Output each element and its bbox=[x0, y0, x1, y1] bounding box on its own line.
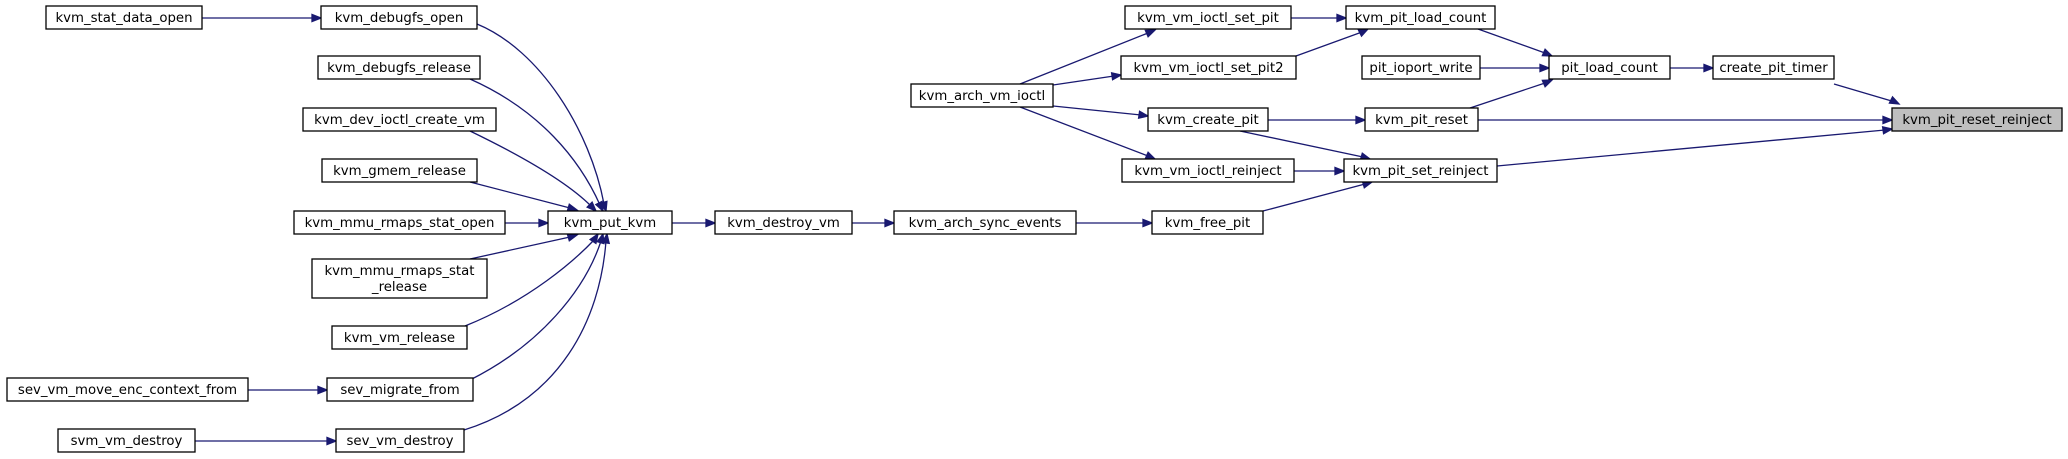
node-label: kvm_stat_data_open bbox=[55, 11, 192, 26]
edge-kvm-arch-vm-ioctl-to-kvm-vm-ioctl-reinject bbox=[1019, 106, 1157, 160]
edge-kvm-create-pit-to-kvm-pit-set-reinject bbox=[1239, 130, 1372, 161]
node-label: pit_load_count bbox=[1561, 61, 1658, 76]
node-label: kvm_debugfs_release bbox=[327, 61, 471, 76]
node-label: sev_migrate_from bbox=[340, 383, 459, 398]
node-label: kvm_arch_sync_events bbox=[909, 216, 1062, 231]
node-pit-load-count[interactable]: pit_load_count bbox=[1548, 55, 1671, 80]
edge-kvm-pit-load-count-to-pit-load-count bbox=[1477, 28, 1554, 57]
edge-kvm-arch-vm-ioctl-to-kvm-vm-ioctl-set-pit bbox=[1019, 29, 1157, 85]
node-label: kvm_mmu_rmaps_stat_open bbox=[305, 216, 495, 231]
node-label: kvm_vm_release bbox=[344, 331, 455, 346]
edge-kvm-pit-set-reinject-to-kvm-pit-reset-reinject bbox=[1496, 125, 1894, 167]
node-label: sev_vm_destroy bbox=[346, 434, 453, 449]
node-kvm-destroy-vm[interactable]: kvm_destroy_vm bbox=[714, 210, 853, 235]
node-label: kvm_create_pit bbox=[1157, 113, 1258, 128]
node-kvm-stat-data-open[interactable]: kvm_stat_data_open bbox=[45, 5, 203, 30]
node-label: kvm_mmu_rmaps_stat bbox=[324, 264, 474, 279]
edge-kvm-free-pit-to-kvm-pit-set-reinject bbox=[1262, 180, 1374, 212]
node-kvm-gmem-release[interactable]: kvm_gmem_release bbox=[321, 158, 478, 183]
edge-kvm-create-pit-to-kvm-pit-reset bbox=[1268, 115, 1367, 125]
node-kvm-mmu-rmaps-stat-open[interactable]: kvm_mmu_rmaps_stat_open bbox=[293, 210, 506, 235]
node-label: kvm_dev_ioctl_create_vm bbox=[314, 113, 485, 128]
node-svm-vm-destroy[interactable]: svm_vm_destroy bbox=[57, 428, 196, 453]
edge-kvm-pit-reset-to-pit-load-count bbox=[1469, 79, 1554, 109]
node-label: svm_vm_destroy bbox=[71, 434, 183, 449]
edge-kvm-put-kvm-to-kvm-destroy-vm bbox=[672, 218, 717, 228]
node-label: kvm_debugfs_open bbox=[335, 11, 464, 26]
node-sev-vm-destroy[interactable]: sev_vm_destroy bbox=[335, 428, 465, 453]
node-create-pit-timer[interactable]: create_pit_timer bbox=[1712, 55, 1835, 80]
node-label: _release bbox=[371, 280, 427, 295]
edge-sev-vm-move-enc-context-from-to-sev-migrate-from bbox=[248, 385, 329, 395]
edge-kvm-vm-release-to-kvm-put-kvm bbox=[464, 232, 599, 327]
node-sev-migrate-from[interactable]: sev_migrate_from bbox=[326, 377, 474, 402]
node-label: kvm_vm_ioctl_reinject bbox=[1134, 164, 1281, 179]
node-kvm-vm-ioctl-reinject[interactable]: kvm_vm_ioctl_reinject bbox=[1121, 158, 1295, 183]
node-label: kvm_pit_reset bbox=[1375, 113, 1468, 128]
node-kvm-debugfs-release[interactable]: kvm_debugfs_release bbox=[317, 55, 481, 80]
edge-kvm-mmu-rmaps-stat-release-to-kvm-put-kvm bbox=[469, 233, 579, 260]
node-kvm-arch-sync-events[interactable]: kvm_arch_sync_events bbox=[893, 210, 1077, 235]
node-kvm-put-kvm[interactable]: kvm_put_kvm bbox=[547, 210, 673, 235]
node-label: kvm_vm_ioctl_set_pit bbox=[1137, 11, 1279, 26]
node-label: sev_vm_move_enc_context_from bbox=[18, 383, 237, 398]
edge-kvm-arch-sync-events-to-kvm-free-pit bbox=[1076, 218, 1154, 228]
edge-kvm-dev-ioctl-create-vm-to-kvm-put-kvm bbox=[469, 130, 598, 213]
node-kvm-free-pit[interactable]: kvm_free_pit bbox=[1151, 210, 1264, 235]
node-label: kvm_free_pit bbox=[1165, 216, 1250, 231]
node-label: kvm_vm_ioctl_set_pit2 bbox=[1133, 61, 1283, 76]
node-kvm-mmu-rmaps-stat-release[interactable]: kvm_mmu_rmaps_stat_release bbox=[311, 258, 488, 299]
edge-kvm-pit-reset-to-kvm-pit-reset-reinject bbox=[1478, 115, 1894, 125]
edge-svm-vm-destroy-to-sev-vm-destroy bbox=[195, 436, 338, 446]
node-kvm-create-pit[interactable]: kvm_create_pit bbox=[1147, 107, 1269, 132]
edge-pit-load-count-to-create-pit-timer bbox=[1670, 63, 1715, 73]
node-label: kvm_put_kvm bbox=[564, 216, 656, 231]
node-label: create_pit_timer bbox=[1719, 61, 1828, 76]
edge-kvm-vm-ioctl-reinject-to-kvm-pit-set-reinject bbox=[1294, 166, 1346, 176]
node-kvm-arch-vm-ioctl[interactable]: kvm_arch_vm_ioctl bbox=[910, 83, 1054, 108]
node-kvm-debugfs-open[interactable]: kvm_debugfs_open bbox=[320, 5, 478, 30]
edge-pit-ioport-write-to-pit-load-count bbox=[1480, 63, 1551, 73]
edge-kvm-arch-vm-ioctl-to-kvm-vm-ioctl-set-pit2 bbox=[1052, 71, 1123, 86]
node-kvm-vm-ioctl-set-pit2[interactable]: kvm_vm_ioctl_set_pit2 bbox=[1120, 55, 1297, 80]
node-kvm-vm-release[interactable]: kvm_vm_release bbox=[331, 325, 468, 350]
edge-sev-vm-destroy-to-kvm-put-kvm bbox=[463, 232, 611, 431]
node-kvm-pit-reset[interactable]: kvm_pit_reset bbox=[1364, 107, 1479, 132]
node-label: kvm_pit_reset_reinject bbox=[1902, 113, 2051, 128]
node-sev-vm-move-enc-context-from[interactable]: sev_vm_move_enc_context_from bbox=[6, 377, 249, 402]
edge-create-pit-timer-to-kvm-pit-reset-reinject bbox=[1833, 83, 1901, 105]
edge-kvm-gmem-release-to-kvm-put-kvm bbox=[469, 181, 579, 212]
node-kvm-pit-load-count[interactable]: kvm_pit_load_count bbox=[1345, 5, 1496, 30]
node-kvm-dev-ioctl-create-vm[interactable]: kvm_dev_ioctl_create_vm bbox=[302, 107, 497, 132]
node-label: kvm_pit_set_reinject bbox=[1352, 164, 1488, 179]
node-kvm-vm-ioctl-set-pit[interactable]: kvm_vm_ioctl_set_pit bbox=[1124, 5, 1292, 30]
node-label: kvm_pit_load_count bbox=[1355, 11, 1487, 26]
edge-sev-migrate-from-to-kvm-put-kvm bbox=[469, 232, 605, 381]
node-label: kvm_gmem_release bbox=[333, 164, 466, 179]
edge-kvm-stat-data-open-to-kvm-debugfs-open bbox=[202, 13, 323, 23]
node-kvm-pit-set-reinject[interactable]: kvm_pit_set_reinject bbox=[1343, 158, 1498, 183]
node-label: kvm_arch_vm_ioctl bbox=[919, 89, 1045, 104]
edge-kvm-debugfs-release-to-kvm-put-kvm bbox=[469, 78, 604, 213]
edge-kvm-vm-ioctl-set-pit-to-kvm-pit-load-count bbox=[1291, 13, 1348, 23]
node-label: pit_ioport_write bbox=[1369, 61, 1472, 76]
edge-kvm-mmu-rmaps-stat-open-to-kvm-put-kvm bbox=[505, 218, 550, 228]
edge-kvm-arch-vm-ioctl-to-kvm-create-pit bbox=[1052, 105, 1150, 120]
node-label: kvm_destroy_vm bbox=[727, 216, 840, 231]
edge-kvm-destroy-vm-to-kvm-arch-sync-events bbox=[852, 218, 896, 228]
node-pit-ioport-write[interactable]: pit_ioport_write bbox=[1361, 55, 1481, 80]
node-kvm-pit-reset-reinject[interactable]: kvm_pit_reset_reinject bbox=[1891, 107, 2063, 132]
edge-kvm-vm-ioctl-set-pit2-to-kvm-pit-load-count bbox=[1295, 28, 1370, 57]
